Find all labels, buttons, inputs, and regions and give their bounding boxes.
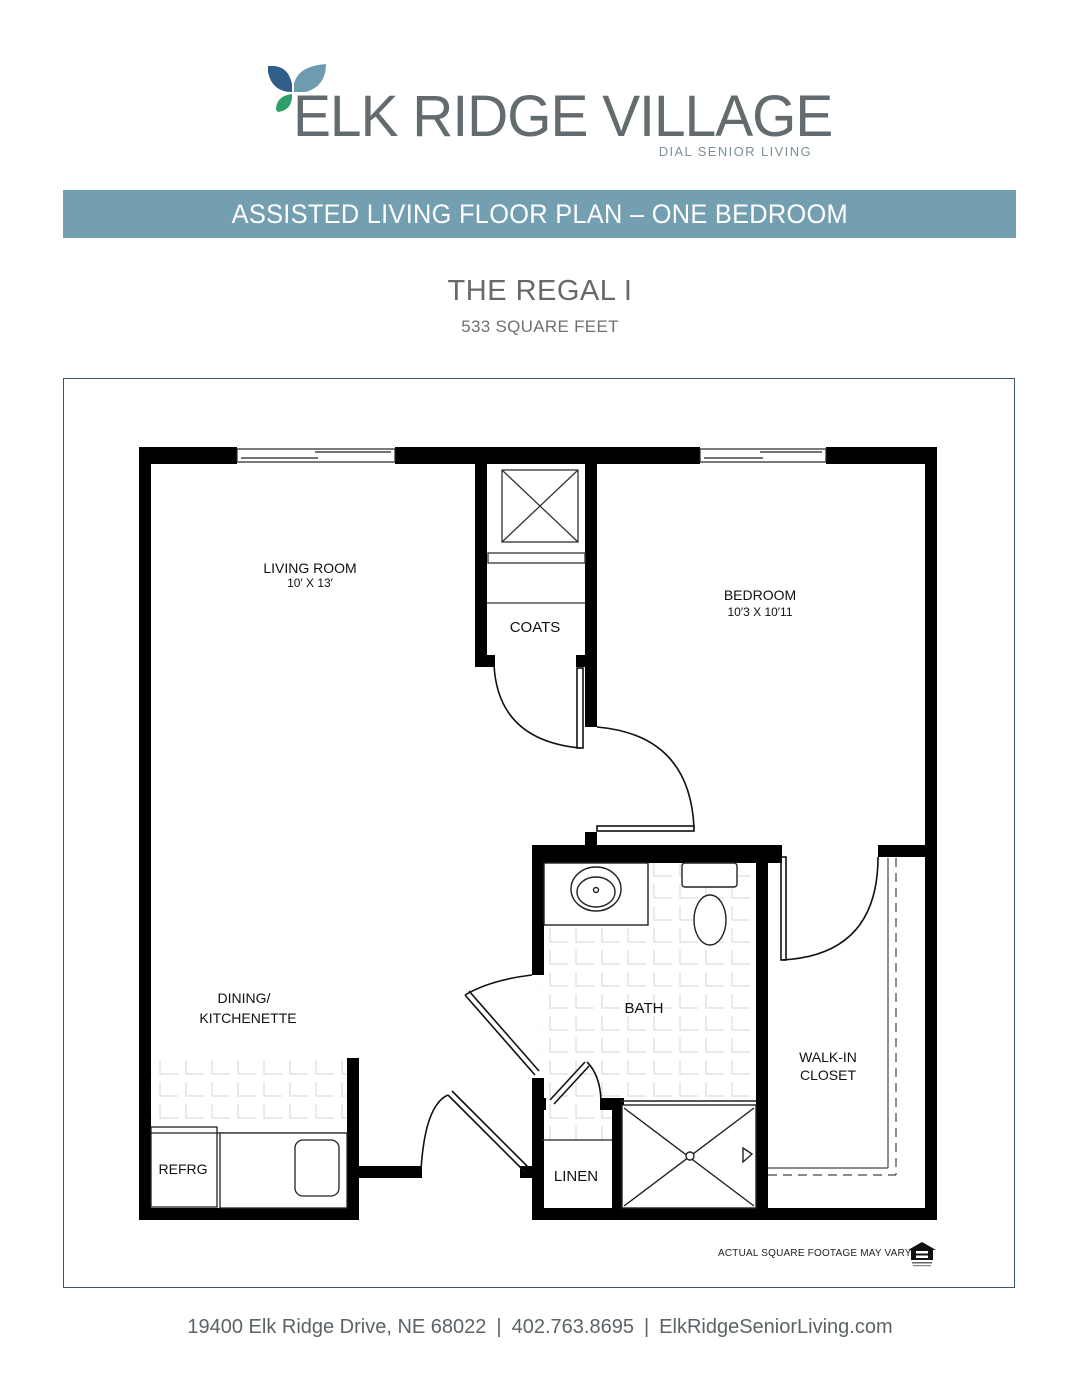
footer-phone[interactable]: 402.763.8695 xyxy=(511,1316,634,1338)
brand-tagline: DIAL SENIOR LIVING xyxy=(658,144,812,159)
bath-label: BATH xyxy=(625,1000,664,1017)
floor-plan-frame xyxy=(63,378,1015,1288)
plan-size: 533 SQUARE FEET xyxy=(461,317,619,336)
kitchen-backsplash-tile xyxy=(150,1060,346,1126)
bedroom-dims: 10′3 X 10′11 xyxy=(728,605,793,619)
equal-housing-opportunity-icon xyxy=(908,1242,936,1267)
linen-label: LINEN xyxy=(554,1168,598,1185)
three-leaf-logo-icon xyxy=(268,64,326,112)
title-banner: ASSISTED LIVING FLOOR PLAN – ONE BEDROOM xyxy=(63,190,1016,238)
living-room-dims: 10′ X 13′ xyxy=(287,576,334,590)
closet-label: CLOSET xyxy=(800,1067,856,1083)
bedroom-label: BEDROOM xyxy=(724,587,796,603)
dining-label: DINING/ xyxy=(218,990,271,1006)
refrigerator-label: REFRG xyxy=(159,1161,208,1177)
living-room-label: LIVING ROOM xyxy=(263,560,356,576)
walk-in-label: WALK-IN xyxy=(799,1049,857,1065)
plan-name: THE REGAL I xyxy=(447,275,633,307)
footer-website-link[interactable]: ElkRidgeSeniorLiving.com xyxy=(659,1316,893,1338)
kitchenette-label: KITCHENETTE xyxy=(199,1010,296,1026)
footer-separator: | xyxy=(496,1316,502,1338)
square-footage-disclaimer: ACTUAL SQUARE FOOTAGE MAY VARY xyxy=(718,1248,912,1259)
brand-logo: ELK RIDGE VILLAGE DIAL SENIOR LIVING xyxy=(266,62,833,162)
banner-title: ASSISTED LIVING FLOOR PLAN – ONE BEDROOM xyxy=(231,198,848,229)
brand-name: ELK RIDGE VILLAGE xyxy=(293,84,833,149)
footer-separator: | xyxy=(643,1316,650,1338)
coats-label: COATS xyxy=(510,619,561,636)
contact-footer: 19400 Elk Ridge Drive, NE 68022 | 402.763.… xyxy=(0,1316,1080,1339)
footer-address: 19400 Elk Ridge Drive, NE 68022 xyxy=(187,1316,487,1338)
